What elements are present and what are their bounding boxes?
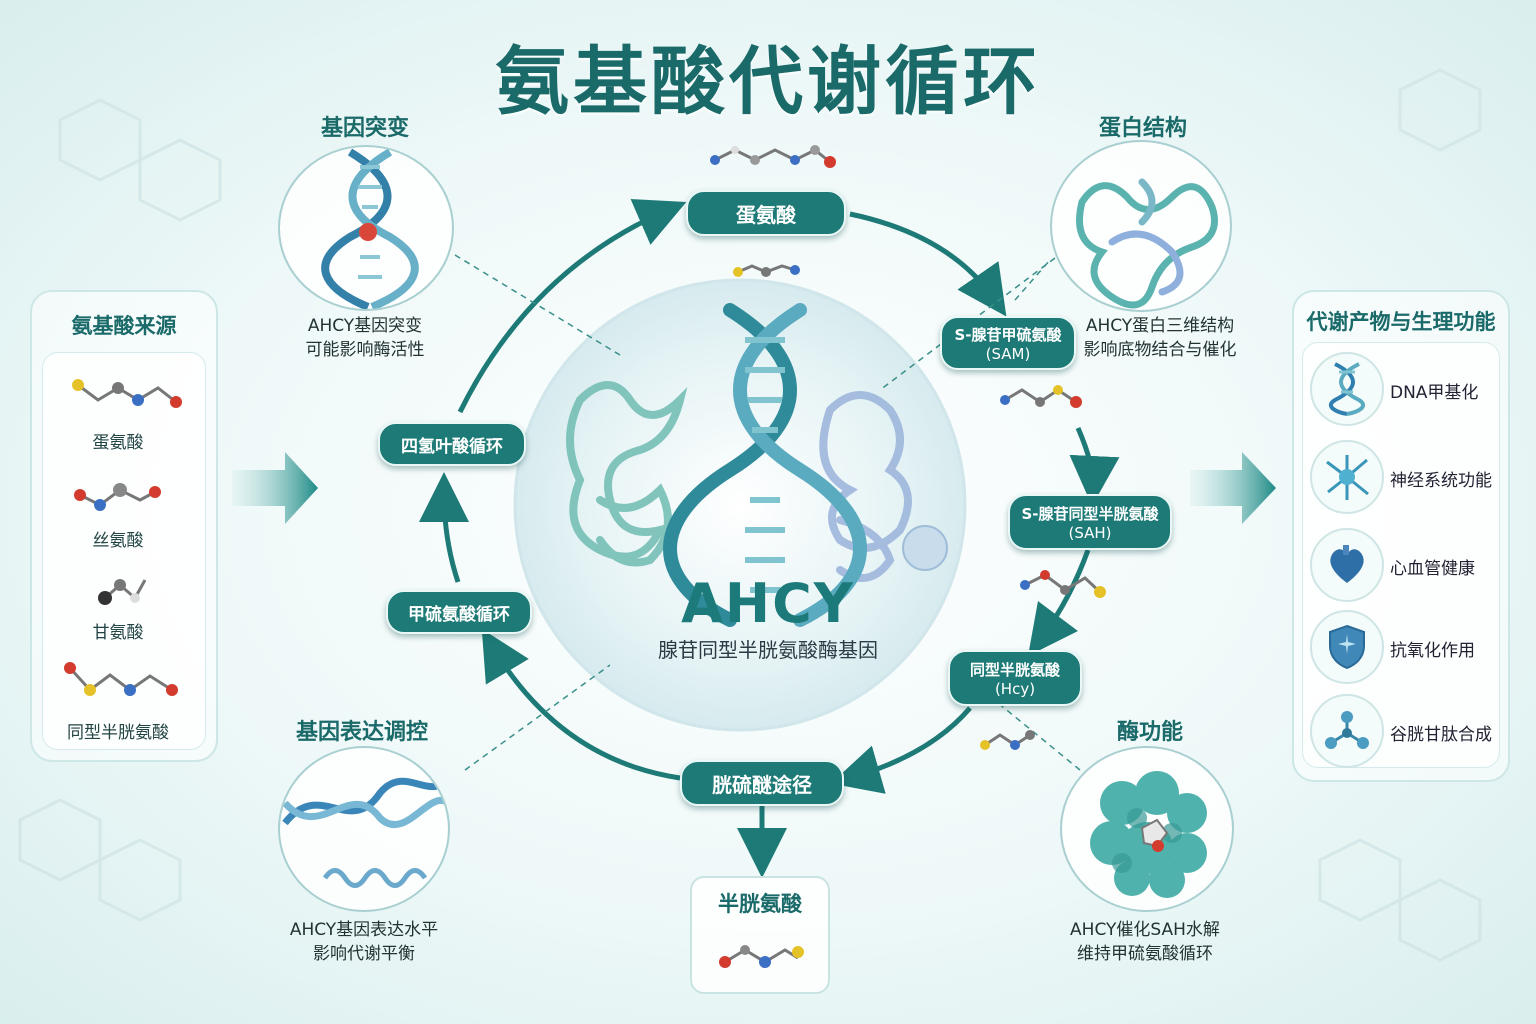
cysteine-box <box>690 876 830 994</box>
source-panel-title: 氨基酸来源 <box>71 314 177 338</box>
arrow-sam-sah <box>1069 427 1120 506</box>
node-sam[interactable]: S-腺苷甲硫氨酸 (SAM) <box>940 316 1076 370</box>
enzyme-desc: AHCY催化SAH水解 维持甲硫氨酸循环 <box>1050 918 1240 966</box>
enzyme-desc-line2: 维持甲硫氨酸循环 <box>1077 944 1213 964</box>
node-sah-line2: (SAH) <box>1068 523 1112 542</box>
expression-desc-line2: 影响代谢平衡 <box>313 944 415 964</box>
expression-desc: AHCY基因表达水平 影响代谢平衡 <box>262 918 466 966</box>
function-label-neuron: 神经系统功能 <box>1390 471 1492 491</box>
mutation-circle <box>278 145 454 311</box>
molecule-sah <box>1020 570 1106 598</box>
page-title: 氨基酸代谢循环 <box>495 39 1041 125</box>
expression-dna-image <box>282 775 448 888</box>
expression-circle <box>278 746 450 912</box>
arrow-met-folate <box>419 472 470 583</box>
structure-protein-image <box>1076 178 1218 309</box>
arrow-hcy-trans <box>830 706 972 794</box>
function-item-shield: 抗氧化作用 <box>1310 610 1510 690</box>
source-item-ser: 丝氨酸 <box>92 531 144 551</box>
node-sah-line1: S-腺苷同型半胱氨酸 <box>1021 504 1159 523</box>
neuron-icon <box>1310 440 1384 514</box>
function-label-shield: 抗氧化作用 <box>1390 641 1475 661</box>
mutation-desc-line1: AHCY基因突变 <box>307 316 423 336</box>
function-label-glutathione: 谷胱甘肽合成 <box>1390 725 1492 745</box>
molecule-hcy <box>980 730 1035 750</box>
connector-sam-structure <box>1014 259 1051 301</box>
function-item-glutathione: 谷胱甘肽合成 <box>1310 694 1510 774</box>
left-flow-arrow <box>232 452 318 524</box>
enzyme-circle <box>1060 746 1234 912</box>
center-gene-subtitle: 腺苷同型半胱氨酸酶基因 <box>658 638 878 662</box>
connector-enzyme <box>969 679 1081 771</box>
bubble <box>902 525 948 571</box>
molecule-met-top <box>710 145 836 168</box>
molecule-met-inner <box>733 264 800 277</box>
enzyme-desc-line1: AHCY催化SAH水解 <box>1070 920 1220 940</box>
protein-ribbon-left <box>566 381 688 567</box>
dna-helix-center <box>663 303 867 627</box>
shield-icon <box>1310 610 1384 684</box>
dna-icon <box>1310 352 1384 426</box>
node-sam-line2: (SAM) <box>985 344 1031 363</box>
right-flow-arrow <box>1190 452 1276 524</box>
mutation-title: 基因突变 <box>320 116 409 141</box>
enzyme-surface-image <box>1090 771 1207 898</box>
source-item-met: 蛋氨酸 <box>92 433 144 453</box>
center-gene-name: AHCY <box>681 572 855 635</box>
structure-desc: AHCY蛋白三维结构 影响底物结合与催化 <box>1065 314 1255 362</box>
bg-molecule-pattern <box>18 68 1482 962</box>
node-methionine[interactable]: 蛋氨酸 <box>686 190 846 236</box>
function-label-dna: DNA甲基化 <box>1390 383 1479 403</box>
function-panel-title: 代谢产物与生理功能 <box>1306 310 1496 334</box>
node-hcy[interactable]: 同型半胱氨酸 (Hcy) <box>948 650 1082 706</box>
node-folate-cycle[interactable]: 四氢叶酸循环 <box>378 422 526 466</box>
connector-structure <box>879 257 1056 391</box>
source-item-gly: 甘氨酸 <box>92 623 144 643</box>
structure-desc-line2: 影响底物结合与催化 <box>1083 340 1237 360</box>
mutation-dna-image <box>321 148 419 309</box>
node-transsulfuration[interactable]: 胱硫醚途径 <box>680 760 844 806</box>
node-sah[interactable]: S-腺苷同型半胱氨酸 (SAH) <box>1008 494 1172 550</box>
node-sam-line1: S-腺苷甲硫氨酸 <box>954 325 1062 344</box>
enzyme-title: 酶功能 <box>1116 720 1183 745</box>
function-label-heart: 心血管健康 <box>1390 559 1475 579</box>
node-hcy-line2: (Hcy) <box>994 679 1036 698</box>
expression-desc-line1: AHCY基因表达水平 <box>289 920 439 940</box>
cysteine-label: 半胱氨酸 <box>718 892 802 916</box>
structure-circle <box>1050 140 1232 312</box>
connector-expression <box>464 664 611 771</box>
node-methionine-cycle[interactable]: 甲硫氨酸循环 <box>386 590 532 634</box>
mutation-desc: AHCY基因突变 可能影响酶活性 <box>265 314 465 362</box>
heart-icon <box>1310 528 1384 602</box>
molecule-sam <box>1000 385 1082 408</box>
source-panel-inner <box>42 352 206 750</box>
arrow-sah-hcy <box>1028 549 1091 657</box>
function-item-heart: 心血管健康 <box>1310 528 1510 608</box>
function-item-dna: DNA甲基化 <box>1310 352 1510 432</box>
structure-desc-line1: AHCY蛋白三维结构 <box>1085 316 1235 336</box>
arrow-trans-met <box>481 628 681 781</box>
mutation-desc-line2: 可能影响酶活性 <box>305 340 425 360</box>
structure-title: 蛋白结构 <box>1098 116 1187 141</box>
function-item-neuron: 神经系统功能 <box>1310 440 1510 520</box>
arrow-met-sam <box>849 211 1007 317</box>
molecule-icon <box>1310 694 1384 768</box>
arrow-folate-met <box>457 199 687 414</box>
expression-title: 基因表达调控 <box>295 720 428 745</box>
node-hcy-line1: 同型半胱氨酸 <box>969 660 1060 679</box>
source-item-hcy: 同型半胱氨酸 <box>67 723 169 743</box>
